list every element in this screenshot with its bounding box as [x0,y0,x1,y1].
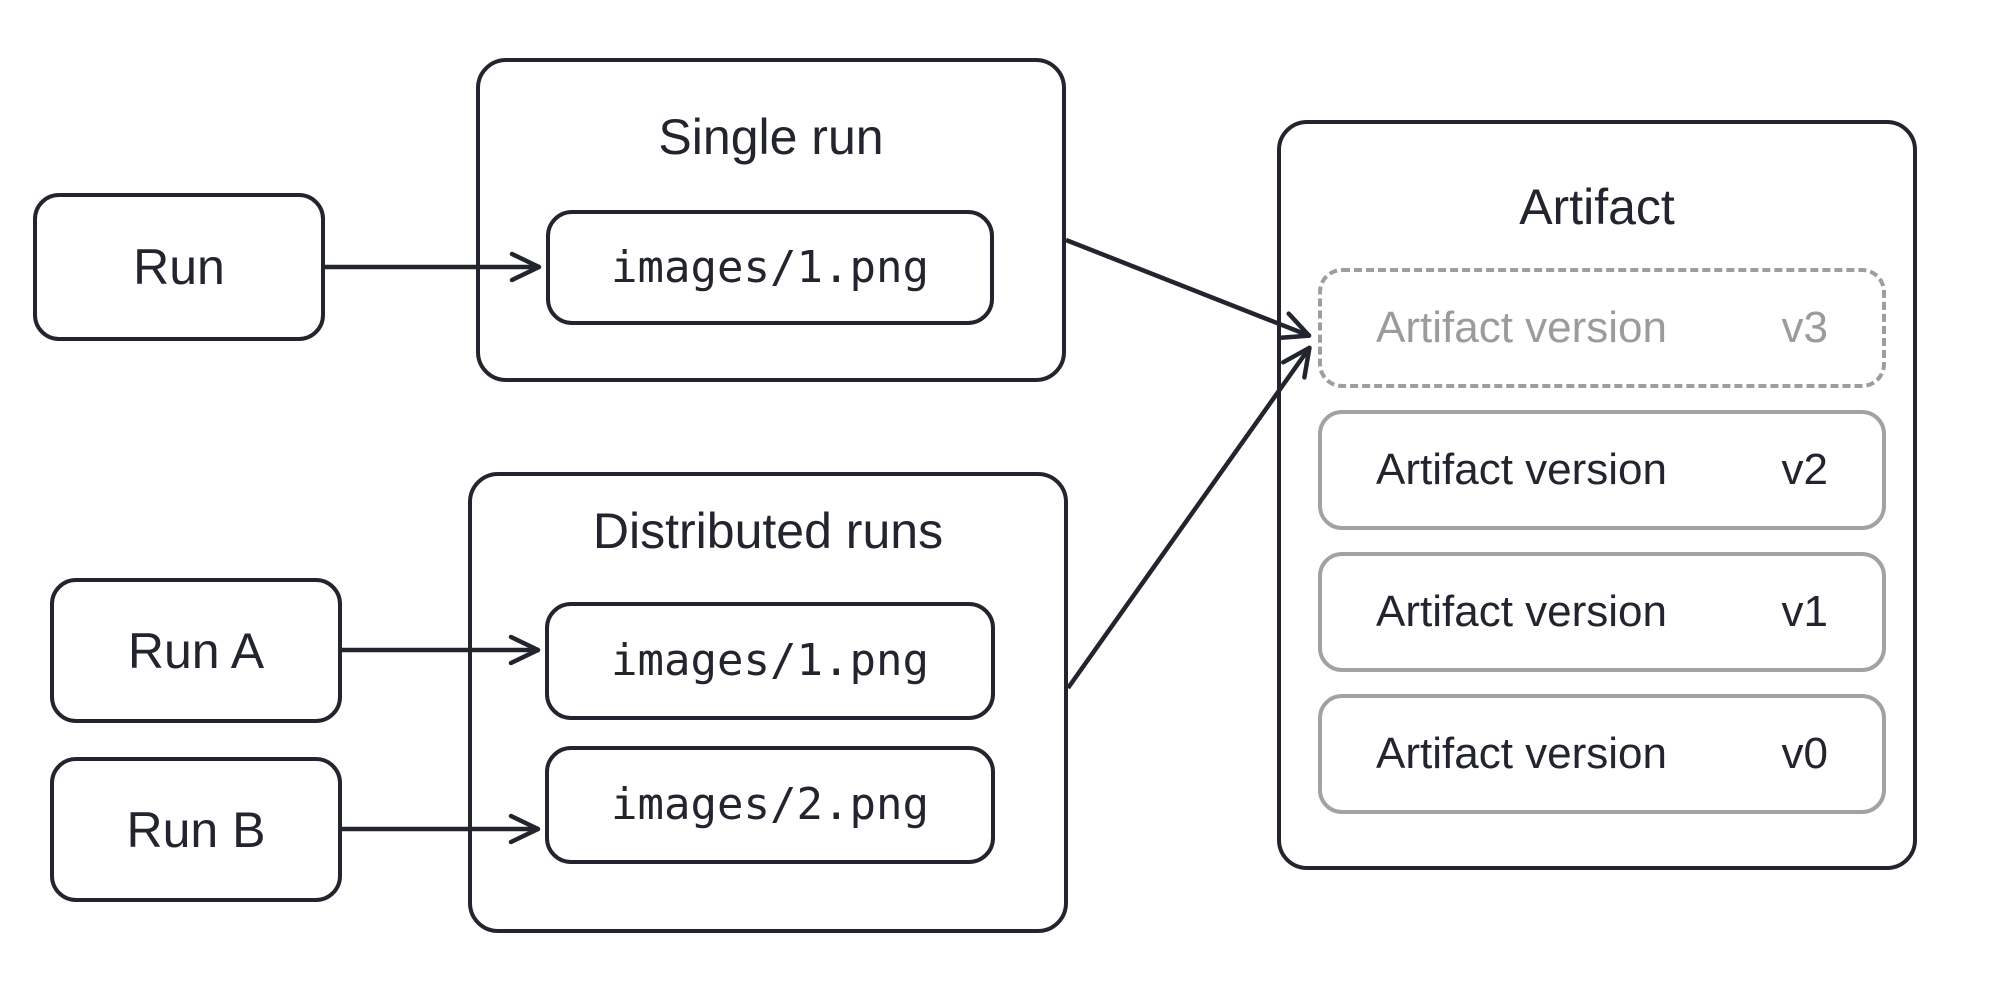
distributed-file-2-label: images/2.png [611,779,929,830]
run-b-node-label: Run B [126,801,266,858]
single-run-file-label: images/1.png [611,241,929,293]
distributed-file-box-1: images/1.png [545,602,995,720]
artifact-version-tag: v2 [1781,445,1828,494]
artifact-version-tag: v3 [1781,303,1828,352]
artifact-version-tag: v0 [1781,729,1828,778]
artifact-version-tag: v1 [1781,587,1828,636]
arrow-single-run-to-artifact-v3 [1065,237,1312,341]
run-b-node: Run B [50,757,342,902]
artifact-version-label: Artifact version [1376,729,1667,778]
arrow-distributed-runs-to-artifact-v3 [1066,345,1312,690]
artifact-version-box-v3-pending: Artifact version v3 [1318,268,1886,388]
run-node-label: Run [133,239,225,295]
single-run-file-box: images/1.png [546,210,994,325]
run-node: Run [33,193,325,341]
artifact-title: Artifact [1519,179,1675,235]
artifact-version-label: Artifact version [1376,587,1667,636]
artifact-version-label: Artifact version [1376,445,1667,494]
artifact-version-label: Artifact version [1376,303,1667,352]
run-a-node: Run A [50,578,342,723]
distributed-runs-title: Distributed runs [592,503,944,559]
distributed-file-1-label: images/1.png [611,635,929,686]
artifact-version-box-v2: Artifact version v2 [1318,410,1886,530]
run-a-node-label: Run A [127,622,265,679]
single-run-title: Single run [658,109,884,165]
artifact-version-box-v1: Artifact version v1 [1318,552,1886,672]
distributed-file-box-2: images/2.png [545,746,995,864]
artifact-version-box-v0: Artifact version v0 [1318,694,1886,814]
